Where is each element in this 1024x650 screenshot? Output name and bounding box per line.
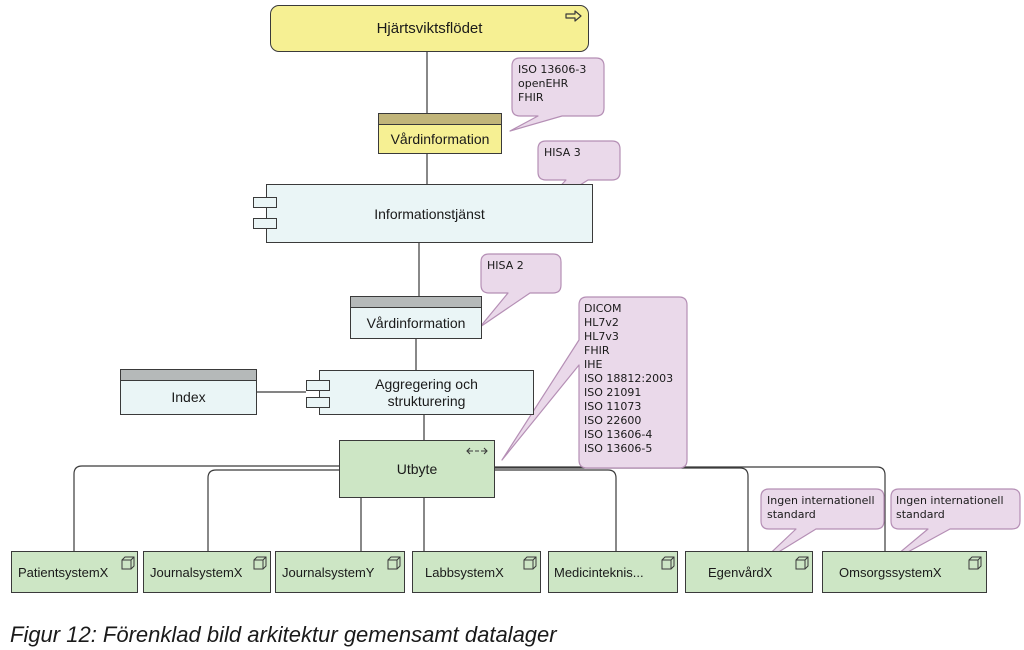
system-node[interactable]: LabbsystemX [412,551,541,593]
component-aggregering[interactable]: Aggregering och strukturering [319,370,534,415]
system-label: OmsorgssystemX [839,564,942,580]
process-arrow-icon [565,10,582,22]
system-label: JournalsystemX [150,564,243,580]
callout-line: DICOM [584,302,622,315]
callout-egenvard-shape [758,488,885,565]
edge-bus-left-inner [207,469,339,551]
figure-caption: Figur 12: Förenklad bild arkitektur geme… [10,622,557,647]
callout-line: ISO 13606-5 [584,442,653,455]
data-object-vardinformation-mid[interactable]: Vårdinformation [350,296,482,339]
process-label: Hjärtsviktsflödet [376,20,483,37]
callout-line: standard [767,508,816,521]
component-port-lower [306,397,330,408]
data-object-vardinformation-top[interactable]: Vårdinformation [378,113,502,154]
data-object-header-band [379,114,501,125]
data-object-label: Index [171,389,206,405]
callout-line: ISO 21091 [584,386,642,399]
data-object-label: Vårdinformation [366,314,466,331]
callout-line: ISO 22600 [584,414,642,427]
callout-line: ISO 13606-4 [584,428,653,441]
component-informationstjanst[interactable]: Informationstjänst [266,184,593,243]
process-hjartsviktsflodet[interactable]: Hjärtsviktsflödet [270,5,589,52]
callout-omsorg-shape [885,488,1021,565]
callout-utbyte-standards-shape [501,296,688,469]
data-object-header-band [121,370,256,381]
edge-bus-medtech [495,469,617,551]
callout-line: ISO 18812:2003 [584,372,674,385]
system-node[interactable]: EgenvårdX [685,551,813,593]
callout-line: Ingen internationell [896,494,1004,507]
component-port-upper [306,380,330,391]
callout-line: HISA 3 [544,146,581,159]
interaction-label: Utbyte [396,461,438,477]
callout-hisa2-shape [479,253,562,328]
callout-hisa2: HISA 2 [487,259,524,273]
component-label-line1: Aggregering och [375,375,478,392]
edge-bus-omsorg [495,466,886,551]
data-object-index[interactable]: Index [120,369,257,415]
callout-standards-top-shape [509,57,605,132]
data-object-header-band [351,297,481,308]
callout-line: standard [896,508,945,521]
system-label: PatientsystemX [18,564,109,580]
system-node[interactable]: PatientsystemX [11,551,138,593]
component-port-lower [253,218,277,229]
callout-line: IHE [584,358,603,371]
component-port-upper [253,197,277,208]
interaction-arrows-icon [466,447,488,455]
callout-line: FHIR [518,91,544,104]
component-label: Informationstjänst [374,205,485,222]
system-label: LabbsystemX [425,564,504,580]
edge-bus-egenvard [495,467,749,551]
callout-line: Ingen internationell [767,494,875,507]
callout-line: HL7v2 [584,316,619,329]
system-node[interactable]: Medicinteknis... [548,551,678,593]
callout-line: HL7v3 [584,330,619,343]
system-label: Medicinteknis... [554,564,644,580]
system-node[interactable]: OmsorgssystemX [822,551,987,593]
system-label: EgenvårdX [708,564,773,580]
data-object-label: Vårdinformation [390,130,490,147]
callout-line: HISA 2 [487,259,524,272]
callout-line: openEHR [518,77,569,90]
system-node[interactable]: JournalsystemY [275,551,405,593]
component-label-line2: strukturering [387,392,466,409]
callout-hisa3: HISA 3 [544,146,581,160]
system-node[interactable]: JournalsystemX [143,551,271,593]
edge-bus-left-outer [73,465,339,551]
callout-line: ISO 13606-3 [518,63,587,76]
callout-line: ISO 11073 [584,400,642,413]
interaction-utbyte[interactable]: Utbyte [339,440,495,498]
callout-line: FHIR [584,344,610,357]
system-label: JournalsystemY [282,564,375,580]
